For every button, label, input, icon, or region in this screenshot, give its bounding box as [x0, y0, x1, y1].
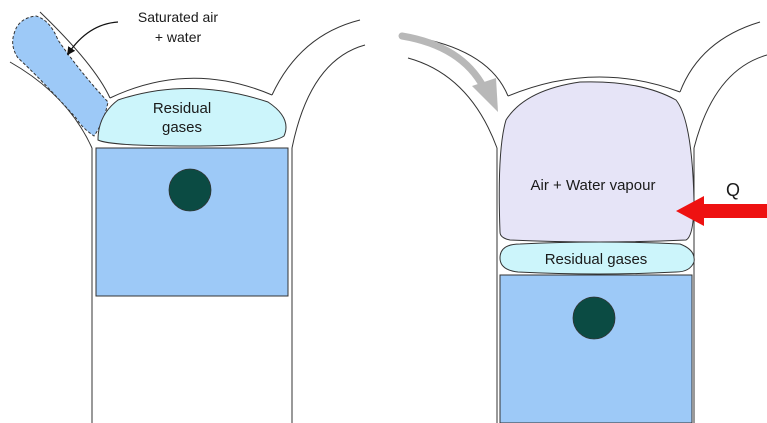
left-residual-label-line2: gases [162, 119, 202, 136]
intake-flow-arrow [398, 32, 488, 92]
left-exhaust-port-outer [291, 44, 366, 149]
heat-arrow [676, 196, 767, 226]
left-residual-label-line1: Residual [153, 100, 211, 117]
right-exhaust-port-outer [693, 54, 767, 149]
air-water-vapour-label: Air + Water vapour [531, 177, 656, 194]
right-inlet-port-outer [407, 57, 498, 149]
left-residual-gases-blob [97, 87, 287, 147]
right-piston-pin [572, 296, 616, 340]
intake-flow-arrowhead [472, 78, 498, 112]
inlet-label-line1: Saturated air [138, 9, 218, 25]
heat-label: Q [726, 180, 740, 200]
right-residual-label: Residual gases [545, 251, 648, 268]
left-piston-pin [168, 168, 212, 212]
right-dome [507, 76, 681, 97]
right-exhaust-port [679, 21, 761, 93]
inlet-label-arrow [67, 21, 119, 56]
air-water-vapour-blob [498, 81, 695, 243]
right-residual-gases-blob [499, 241, 695, 275]
inlet-label-line2: + water [155, 29, 202, 45]
left-inlet-port-inner [39, 11, 111, 99]
inlet-charge-blob [12, 15, 109, 137]
left-cylinder [9, 11, 366, 423]
left-exhaust-port [271, 19, 361, 96]
left-dome [109, 77, 273, 99]
